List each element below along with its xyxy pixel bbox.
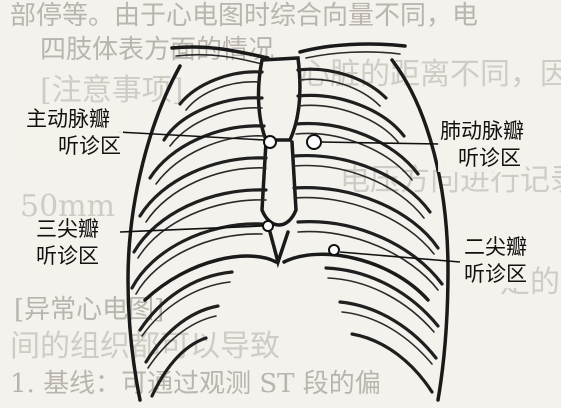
pulmonary-leader: [320, 142, 440, 144]
tricuspid-area-label: 三尖瓣 听诊区: [34, 216, 101, 270]
tricuspid-marker: [263, 221, 273, 231]
ribs-right: [294, 69, 442, 392]
bg-line-9: 间的组织都可以导致: [10, 329, 280, 364]
sternum: [259, 58, 300, 262]
auscultation-markers: [263, 135, 339, 255]
bg-line-2: 四肢体表方面的情况: [40, 35, 274, 65]
background-text: 部停等。由于心电图时综合向量不同，电 四肢体表方面的情况 心脏的距离不同，因此电…: [10, 1, 561, 399]
mitral-area-label-line1: 二尖瓣: [464, 234, 527, 261]
pulmonary-area-label-line1: 肺动脉瓣: [440, 118, 524, 145]
pulmonary-marker: [307, 135, 321, 149]
aortic-marker: [264, 136, 276, 148]
tricuspid-area-label-line2: 听诊区: [36, 243, 99, 270]
pulmonary-area-label-line2: 听诊区: [440, 145, 524, 172]
bg-line-10: 1. 基线：可通过观测 ST 段的偏: [10, 369, 381, 399]
mitral-area-label-line2: 听诊区: [464, 261, 527, 288]
aortic-area-label: 主动脉瓣 听诊区: [24, 106, 123, 160]
bg-line-1: 部停等。由于心电图时综合向量不同，电: [10, 1, 478, 31]
tricuspid-leader: [120, 226, 262, 232]
aortic-area-label-line1: 主动脉瓣: [26, 106, 121, 133]
mitral-marker: [329, 245, 339, 255]
bg-line-8: [异常心电图]: [14, 295, 164, 325]
mitral-area-label: 二尖瓣 听诊区: [462, 234, 529, 288]
aortic-area-label-line2: 听诊区: [26, 133, 121, 160]
tricuspid-area-label-line1: 三尖瓣: [36, 216, 99, 243]
pulmonary-area-label: 肺动脉瓣 听诊区: [438, 118, 526, 172]
